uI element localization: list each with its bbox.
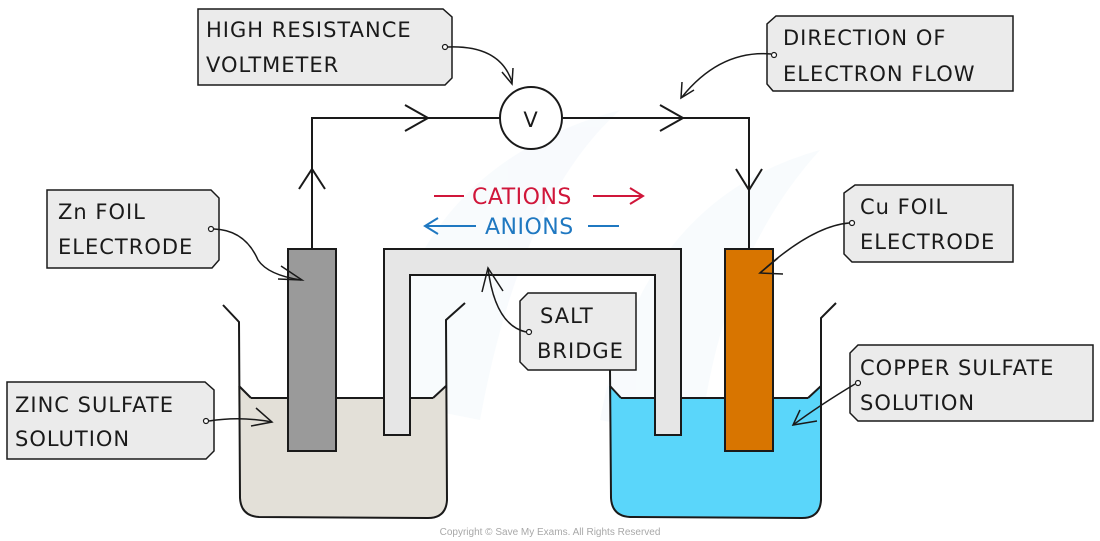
svg-text:BRIDGE: BRIDGE: [537, 339, 624, 363]
pointer-arrow-icon: [791, 409, 818, 426]
salt-bridge: [383, 248, 682, 436]
anions-label: ANIONS: [485, 215, 574, 240]
pointer-arrow-icon: [501, 67, 514, 86]
svg-text:SOLUTION: SOLUTION: [860, 391, 975, 415]
label-zinc-solution: ZINC SULFATE SOLUTION: [6, 381, 274, 460]
voltmeter-symbol: V: [523, 108, 538, 132]
electron-flow-arrow-down: [735, 168, 763, 192]
anions-indicator: ANIONS: [423, 215, 619, 240]
zinc-electrode: [287, 248, 337, 452]
svg-text:DIRECTION OF: DIRECTION OF: [783, 26, 946, 50]
svg-text:HIGH RESISTANCE: HIGH RESISTANCE: [206, 18, 412, 42]
svg-text:Zn FOIL: Zn FOIL: [58, 200, 146, 224]
electron-flow-arrow-right-1: [404, 104, 431, 132]
svg-text:VOLTMETER: VOLTMETER: [206, 53, 339, 77]
anions-arrow-icon: [423, 217, 439, 235]
label-voltmeter: HIGH RESISTANCE VOLTMETER: [197, 8, 514, 86]
svg-text:COPPER SULFATE: COPPER SULFATE: [860, 356, 1054, 380]
electron-flow-arrow-up: [298, 167, 326, 190]
pointer-arrow-icon: [481, 266, 504, 293]
label-copper-solution: COPPER SULFATE SOLUTION: [791, 344, 1094, 426]
svg-text:Cu FOIL: Cu FOIL: [860, 195, 948, 219]
svg-text:ELECTRODE: ELECTRODE: [58, 235, 193, 259]
pointer-arrow-icon: [680, 81, 695, 100]
pointer-arrow-icon: [250, 407, 274, 427]
copyright-text: Copyright © Save My Exams. All Rights Re…: [440, 527, 661, 538]
circuit-wire: [311, 117, 750, 249]
electron-flow-arrow-right-2: [659, 104, 686, 132]
right-beaker: [609, 302, 837, 520]
label-salt-bridge: SALT BRIDGE: [481, 266, 637, 371]
pointer-arrow-icon: [758, 257, 784, 275]
cations-label: CATIONS: [472, 185, 572, 210]
svg-text:SOLUTION: SOLUTION: [15, 427, 130, 451]
svg-text:ZINC SULFATE: ZINC SULFATE: [15, 393, 174, 417]
svg-text:ELECTRON FLOW: ELECTRON FLOW: [783, 62, 976, 86]
left-beaker: [222, 302, 466, 520]
cations-arrow-icon: [629, 187, 645, 205]
svg-text:SALT: SALT: [540, 304, 594, 328]
svg-text:ELECTRODE: ELECTRODE: [860, 230, 995, 254]
copper-electrode: [724, 248, 774, 452]
copper-sulfate-solution: [609, 386, 822, 518]
cations-indicator: CATIONS: [434, 185, 645, 210]
zinc-sulfate-solution: [238, 386, 446, 518]
pointer-arrow-icon: [277, 265, 305, 281]
label-cu-electrode: Cu FOIL ELECTRODE: [758, 184, 1014, 275]
label-zn-electrode: Zn FOIL ELECTRODE: [46, 189, 305, 281]
label-electron-flow: DIRECTION OF ELECTRON FLOW: [680, 15, 1014, 100]
voltmeter: V: [499, 86, 563, 150]
